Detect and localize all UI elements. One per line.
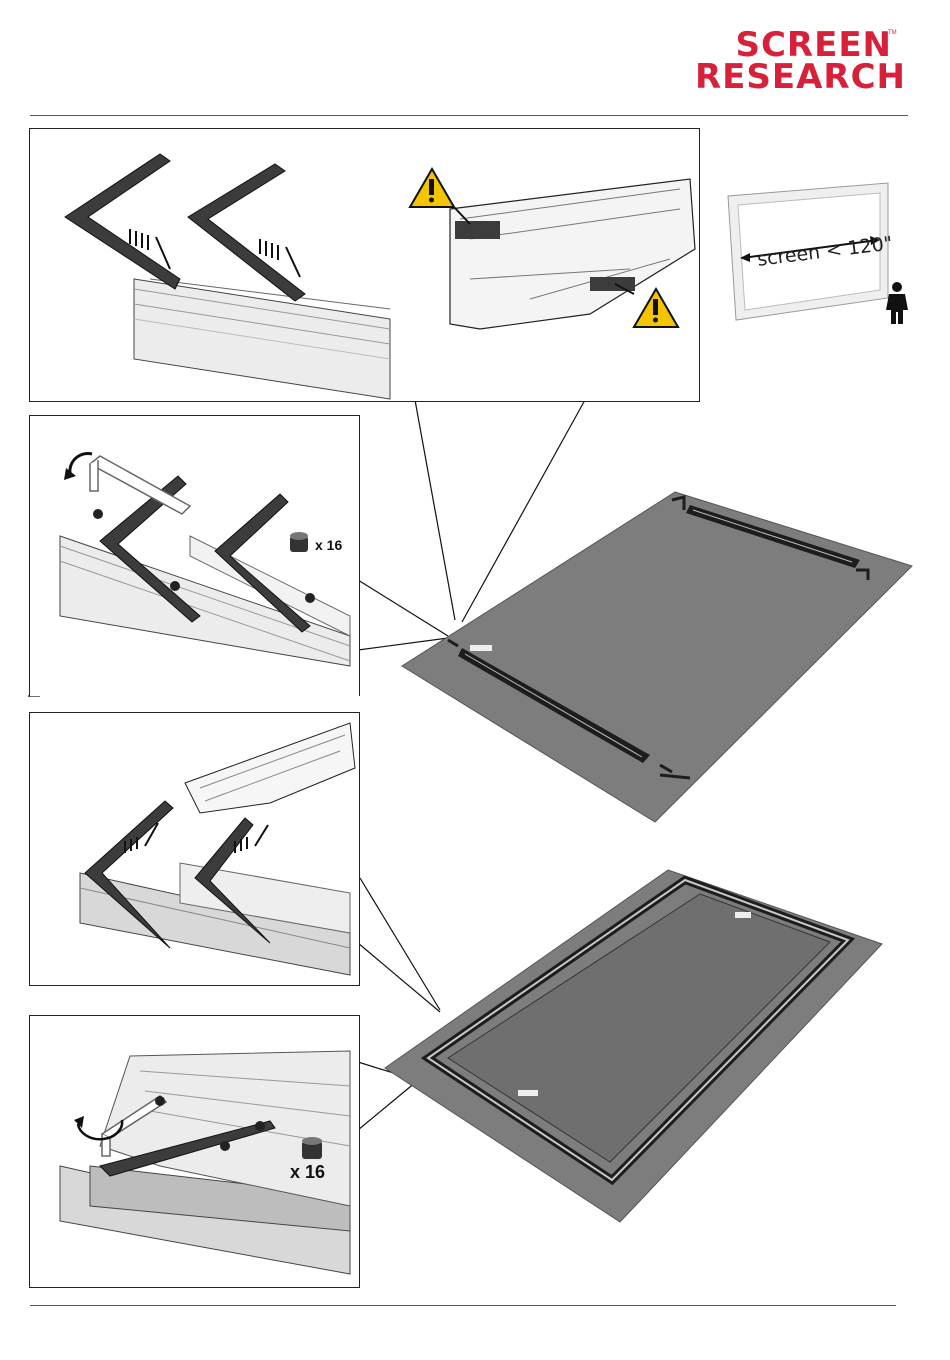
step4-detail-panel xyxy=(29,1015,360,1288)
screw-quantity-step2: x 16 xyxy=(315,537,342,553)
screw-icon xyxy=(302,1137,322,1159)
step3-detail-panel xyxy=(29,712,360,986)
screen-sheet-step1 xyxy=(402,492,912,822)
screw-quantity-step4: x 16 xyxy=(290,1162,325,1183)
step1-detail-panel xyxy=(29,128,700,402)
screw-icon xyxy=(290,532,308,552)
screen-sheet-step3 xyxy=(385,870,882,1222)
warning-icon xyxy=(634,289,678,327)
person-icon xyxy=(886,282,908,324)
step2-detail-panel xyxy=(29,415,360,696)
warning-icon xyxy=(410,169,454,207)
